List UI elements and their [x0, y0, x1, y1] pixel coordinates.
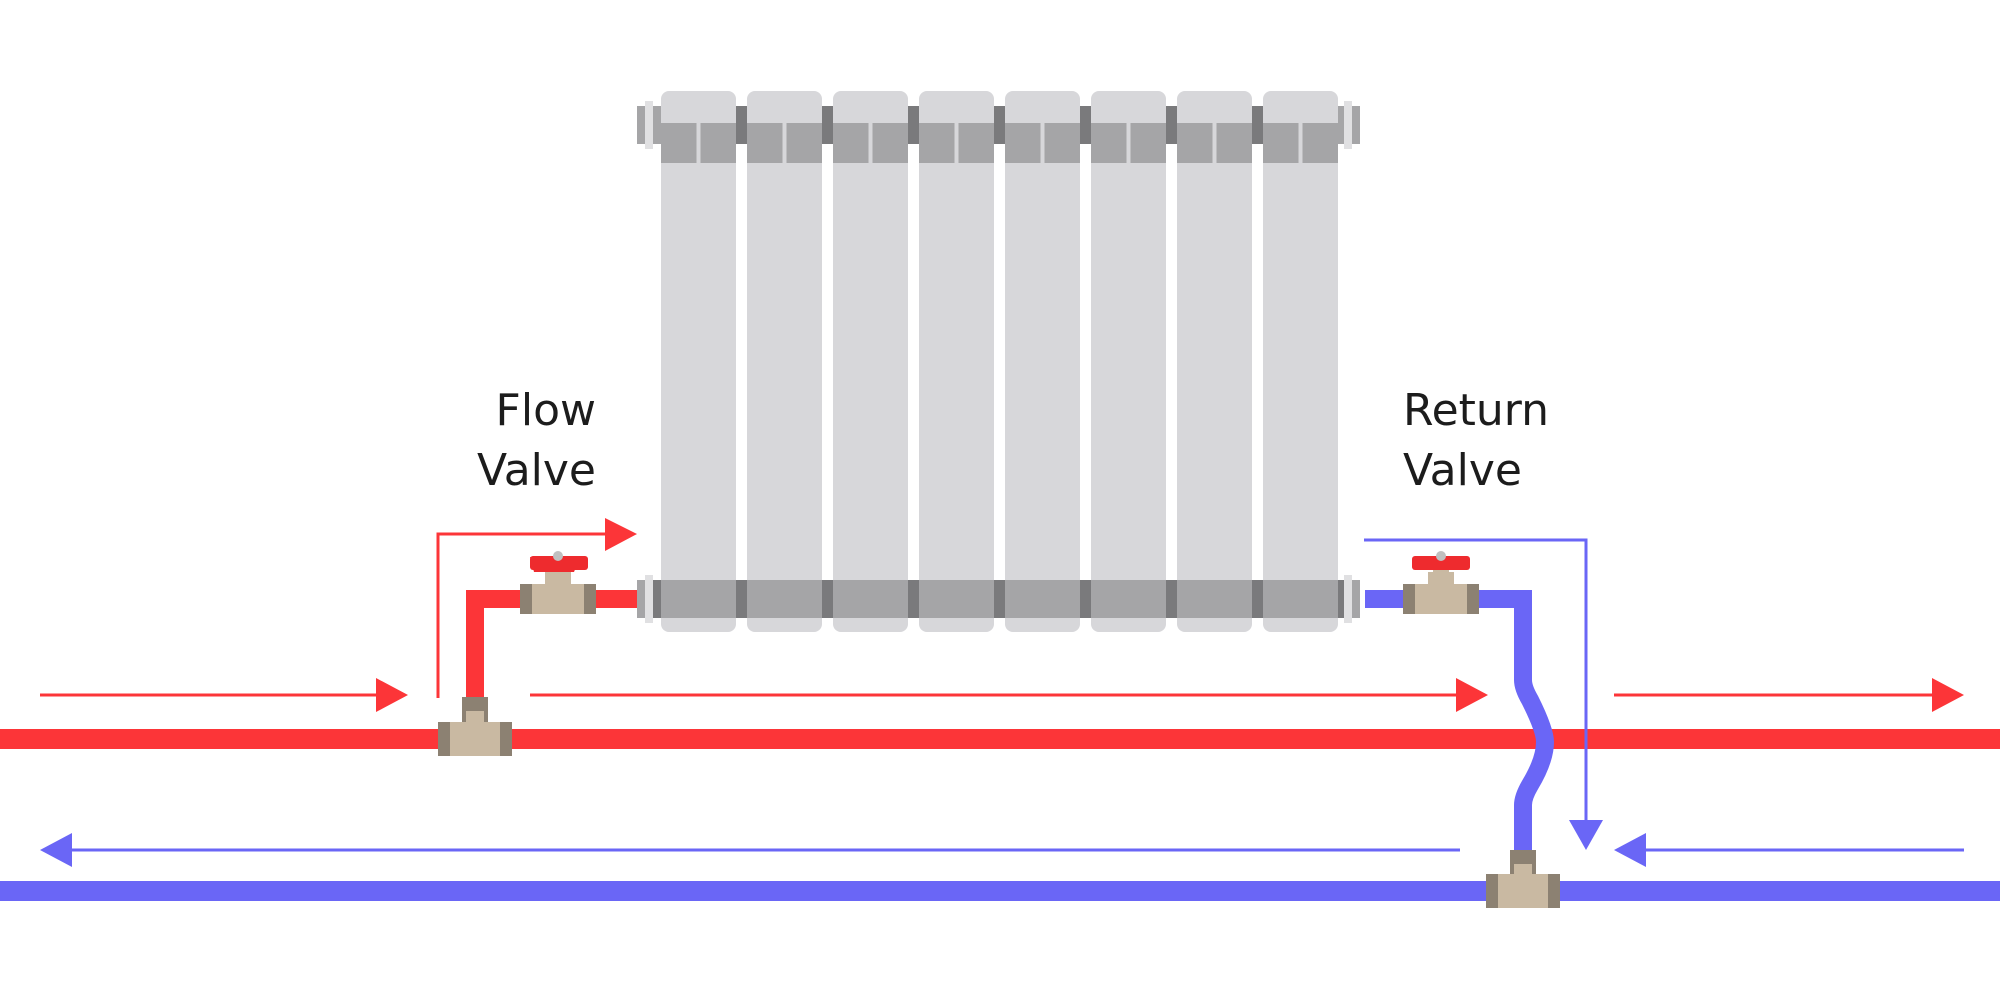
radiator-nipple — [1080, 106, 1091, 144]
radiator-top-left-plug — [637, 101, 653, 149]
radiator-section — [919, 91, 994, 632]
return-valve-label-line2: Valve — [1403, 445, 1522, 496]
radiator-nipple — [908, 580, 919, 618]
radiator-nipple — [736, 580, 747, 618]
radiator-sections — [661, 91, 1338, 632]
flow-branch-pipe — [466, 590, 640, 700]
radiator-nipple — [822, 580, 833, 618]
ball-valve-icon — [520, 551, 596, 614]
radiator-section — [1091, 91, 1166, 632]
radiator-section — [661, 91, 736, 632]
return-branch-arrow — [1364, 538, 1603, 850]
tee-fitting-icon — [438, 697, 512, 756]
ball-valve-icon — [1403, 551, 1479, 614]
tee-fitting-icon — [1486, 850, 1560, 908]
radiator-section — [747, 91, 822, 632]
radiator-nipple — [1166, 580, 1177, 618]
flow-direction-arrow — [40, 678, 408, 712]
radiator-section — [1263, 91, 1338, 632]
radiator-nipple — [1166, 106, 1177, 144]
flow-main-pipe — [0, 729, 2000, 749]
return-valve-label-line1: Return — [1403, 385, 1549, 436]
radiator-nipple — [1080, 580, 1091, 618]
radiator-nipple — [822, 106, 833, 144]
radiator-nipple — [1252, 580, 1263, 618]
radiator-nipple — [994, 106, 1005, 144]
return-direction-arrow — [40, 833, 1460, 867]
radiator — [637, 91, 1360, 632]
return-main-pipe — [0, 881, 2000, 901]
flow-direction-arrow — [1614, 678, 1964, 712]
radiator-section — [1005, 91, 1080, 632]
return-branch-pipe — [1365, 590, 1555, 862]
flow-valve-label-line2: Valve — [477, 445, 596, 496]
radiator-section — [1177, 91, 1252, 632]
flow-valve-label-line1: Flow — [496, 385, 596, 436]
flow-direction-arrow — [530, 678, 1488, 712]
radiator-nipple — [736, 106, 747, 144]
radiator-top-right-plug — [1344, 101, 1360, 149]
radiator-nipple — [908, 106, 919, 144]
return-direction-arrow — [1614, 833, 1964, 867]
flow-branch-arrow — [436, 518, 637, 698]
radiator-nipple — [994, 580, 1005, 618]
radiator-nipple — [1252, 106, 1263, 144]
radiator-section — [833, 91, 908, 632]
radiator-bottom-right-connector — [1344, 575, 1360, 623]
radiator-bottom-left-connector — [637, 575, 653, 623]
